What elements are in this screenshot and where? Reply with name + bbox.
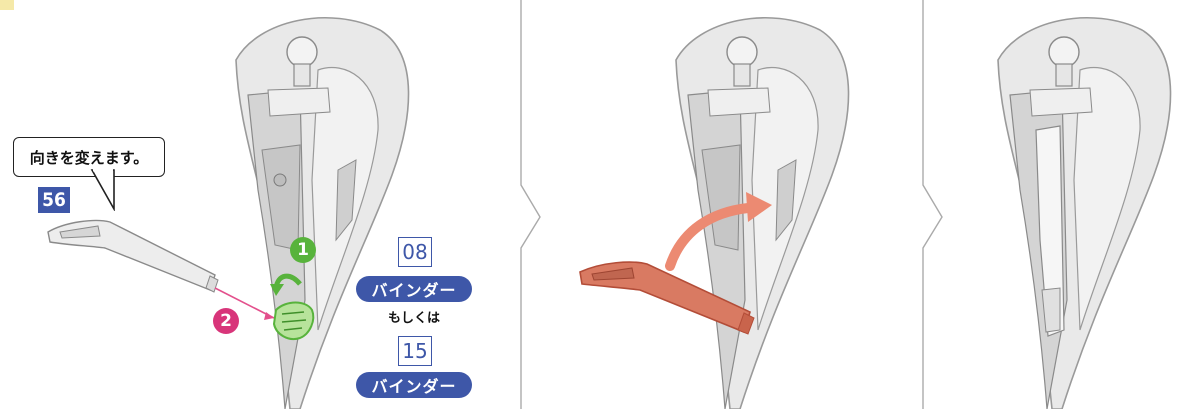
step-panel-3 [924,0,1184,409]
corner-mark [0,0,14,10]
callout-tail [70,169,120,211]
step-marker-1: 1 [290,237,316,263]
part-name-pill-option-1: バインダー [356,276,472,302]
step-panel-2 [522,0,922,409]
step-panel-1: 向きを変えます。 56 1 2 08 バインダー もしくは 15 バインダー [0,0,520,409]
part-number-badge: 56 [38,187,70,213]
head-shell-assembled [998,18,1171,409]
part-box-option-1: 08 [398,237,432,267]
part-name-pill-option-2: バインダー [356,372,472,398]
head-shell-part [236,18,409,409]
callout-text: 向きを変えます。 [30,147,149,168]
part-56-piece [48,220,218,292]
head-shell-part [676,18,849,409]
panel-3-illustration [924,0,1184,409]
panel-2-illustration [522,0,922,409]
step-marker-2: 2 [213,308,239,334]
part-box-option-2: 15 [398,336,432,366]
or-separator-text: もしくは [378,307,450,326]
binder-part-highlight [274,303,313,340]
